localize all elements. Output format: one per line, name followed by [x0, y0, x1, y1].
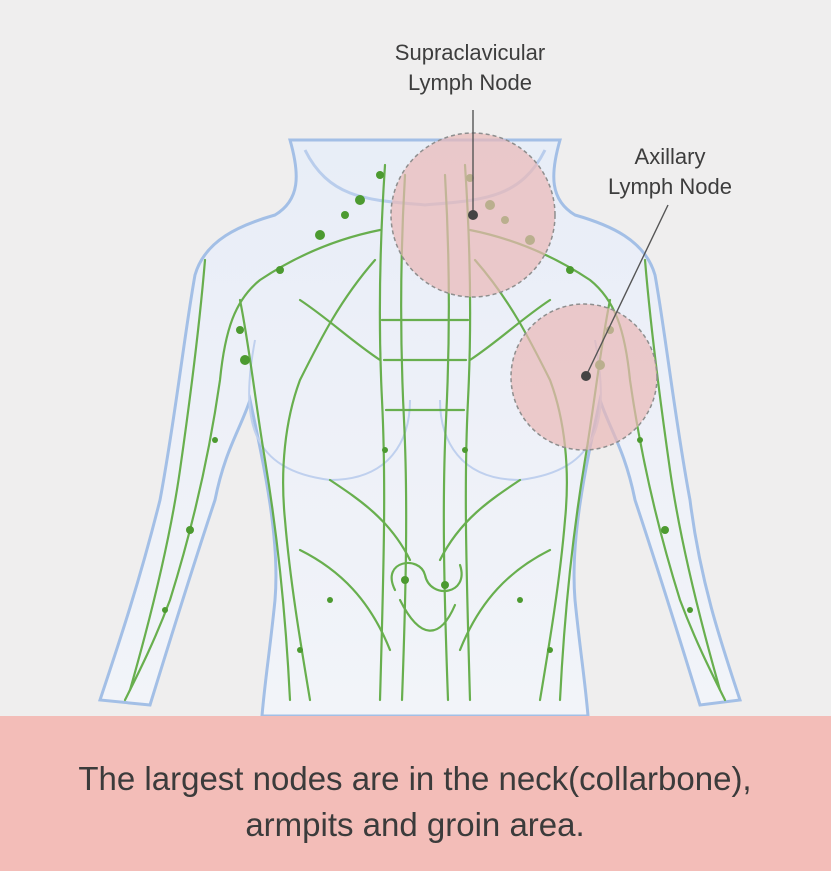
caption: The largest nodes are in the neck(collar… — [40, 756, 790, 848]
torso-outline — [97, 138, 743, 716]
caption-line1: The largest nodes are in the neck(collar… — [78, 760, 752, 797]
axillary-marker — [581, 371, 591, 381]
caption-line2: armpits and groin area. — [245, 806, 585, 843]
supraclavicular-label-line2: Lymph Node — [408, 70, 532, 95]
axillary-label: Axillary Lymph Node — [565, 142, 775, 202]
caption-band — [0, 716, 831, 871]
body-illustration — [97, 110, 743, 716]
supraclavicular-label: Supraclavicular Lymph Node — [360, 38, 580, 98]
axillary-label-line2: Lymph Node — [608, 174, 732, 199]
axillary-leader-line — [585, 204, 669, 377]
supraclavicular-label-line1: Supraclavicular — [394, 40, 546, 65]
supraclavicular-marker — [468, 210, 478, 220]
axillary-label-line1: Axillary — [634, 144, 706, 169]
